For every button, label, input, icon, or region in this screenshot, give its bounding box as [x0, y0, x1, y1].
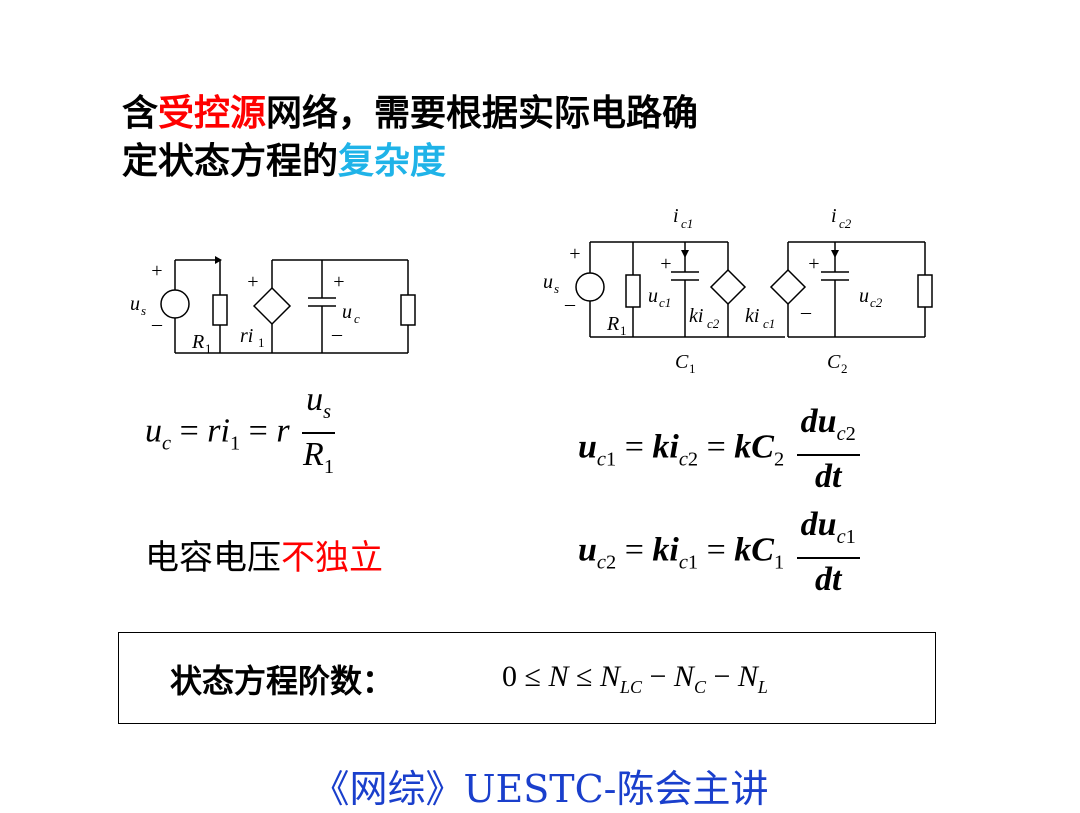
title-line-1: 含受控源网络，需要根据实际电路确	[122, 90, 698, 138]
label: –	[800, 301, 812, 323]
label: s	[554, 281, 559, 296]
label: –	[564, 293, 576, 315]
label: s	[141, 303, 146, 318]
title-highlight-red: 受控源	[158, 93, 267, 134]
label: 1	[258, 335, 265, 350]
label: 2	[841, 361, 848, 376]
statement-highlight: 不独立	[281, 538, 383, 578]
right-circuit-labels: i c1 i c2 + u s – R 1 + u c1 ki c2 ki c1…	[543, 205, 883, 376]
label: c1	[681, 216, 693, 231]
label: +	[246, 271, 260, 293]
label: ki	[745, 305, 759, 327]
title-text: 定状态方程的	[122, 141, 339, 182]
title-text: 含	[122, 93, 159, 134]
title-line-2: 定状态方程的复杂度	[122, 138, 698, 186]
label: +	[568, 243, 582, 265]
title-text: 网络，需要根据实际电路确	[266, 93, 699, 134]
label: C	[675, 351, 689, 373]
label: u	[342, 301, 352, 323]
label: +	[150, 260, 164, 282]
order-label: 状态方程阶数：	[170, 662, 395, 700]
independence-statement: 电容电压不独立	[145, 530, 383, 579]
label: –	[151, 313, 163, 335]
label: u	[543, 271, 553, 293]
label: c	[354, 311, 360, 326]
label: i	[831, 205, 837, 227]
label: c2	[870, 295, 883, 310]
label: u	[648, 285, 658, 307]
label: ri	[240, 325, 253, 347]
label: u	[859, 285, 869, 307]
label: C	[827, 351, 841, 373]
statement-text: 电容电压	[145, 538, 281, 578]
title-highlight-cyan: 复杂度	[338, 141, 447, 182]
label: u	[130, 293, 140, 315]
label: +	[332, 271, 346, 293]
order-formula-box	[118, 632, 936, 724]
label: c1	[659, 295, 671, 310]
label: c2	[707, 316, 720, 331]
label: +	[659, 253, 673, 275]
label: i	[673, 205, 679, 227]
label: –	[331, 323, 343, 345]
label: R	[606, 313, 619, 335]
label: c2	[839, 216, 852, 231]
slide-title: 含受控源网络，需要根据实际电路确 定状态方程的复杂度	[122, 90, 698, 186]
label: R	[191, 331, 204, 353]
label: +	[807, 253, 821, 275]
left-circuit-diagram: + u s – R 1 + ri 1 + u c –	[130, 256, 416, 356]
label: c1	[763, 316, 775, 331]
label: 1	[205, 341, 212, 356]
label: 1	[620, 323, 627, 338]
left-circuit-labels: + u s – R 1 + ri 1 + u c –	[130, 260, 360, 356]
footer-credit: 《网综》UESTC-陈会主讲	[311, 767, 769, 811]
label: ki	[689, 305, 703, 327]
label: 1	[689, 361, 696, 376]
order-formula: 0 ≤ N ≤ NLC − NC − NL	[502, 660, 768, 697]
right-circuit-diagram: i c1 i c2 + u s – R 1 + u c1 ki c2 ki c1…	[543, 205, 933, 376]
